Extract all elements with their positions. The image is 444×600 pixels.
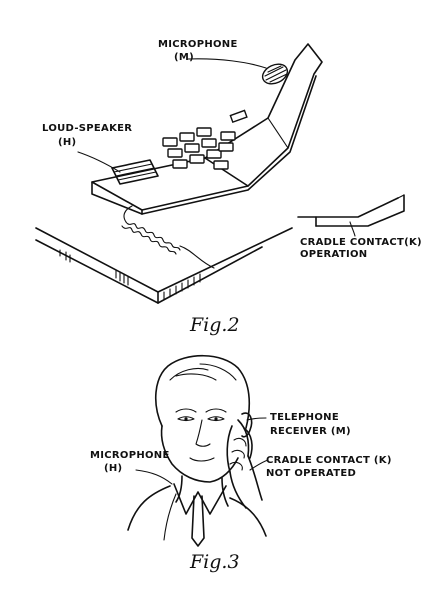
fig2-microphone-code: (M) [174, 52, 194, 63]
fig3-receiver-label-line2: RECEIVER (M) [270, 426, 351, 437]
cradle-contact-leader-line [249, 459, 269, 471]
fig3-caption: Fig.3 [189, 551, 240, 573]
figure-3: TELEPHONE RECEIVER (M) MICROPHONE (H) CR… [90, 354, 392, 573]
fig2-cradle-label-line1: CRADLE CONTACT(K) [300, 237, 422, 248]
fig2-caption: Fig.2 [189, 314, 240, 336]
speaker-leader-line [77, 151, 121, 173]
fig3-cradle-label-line2: NOT OPERATED [266, 468, 356, 479]
cradle-leader-line [349, 221, 356, 237]
person-ear [241, 412, 253, 438]
fig3-microphone-code: (H) [104, 463, 122, 474]
table-slab [35, 227, 293, 304]
microphone-grille [261, 63, 289, 85]
person-torso [127, 475, 267, 547]
loudspeaker-grille [111, 159, 159, 185]
fig2-speaker-label: LOUD-SPEAKER [42, 123, 132, 134]
microphone-leader-line [187, 58, 267, 69]
fig3-receiver-label-line1: TELEPHONE [270, 412, 339, 423]
microphone-leader-line-fig3 [135, 469, 173, 485]
hand-with-receiver [226, 419, 263, 509]
fig2-cradle-label-line2: OPERATION [300, 249, 367, 260]
fig2-speaker-code: (H) [58, 137, 76, 148]
coiled-cord [121, 205, 215, 269]
small-button [229, 109, 248, 124]
person-head [154, 354, 251, 483]
person-face [175, 408, 227, 462]
keypad [162, 127, 236, 170]
fig3-cradle-label-line1: CRADLE CONTACT (K) [266, 455, 392, 466]
figure-2: MICROPHONE (M) LOUD-SPEAKER (H) CRADLE C… [35, 39, 422, 336]
fig2-microphone-label: MICROPHONE [158, 39, 238, 50]
telephone-handset [91, 43, 323, 215]
cradle-contact-operation-sketch [297, 194, 405, 227]
receiver-leader-line [246, 417, 267, 421]
fig3-microphone-label: MICROPHONE [90, 450, 170, 461]
